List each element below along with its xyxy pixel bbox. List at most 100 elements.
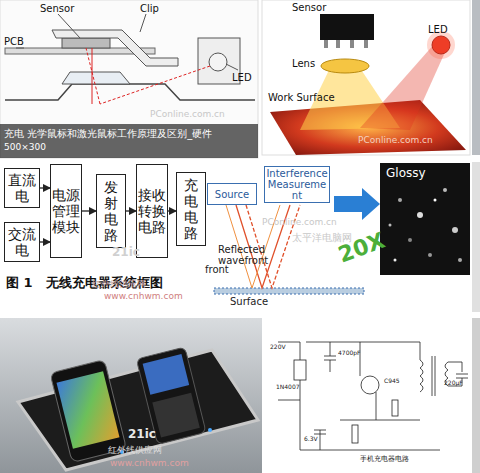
mouse-section-panel-part (16, 48, 24, 49)
optics-box: Source (207, 183, 257, 205)
sensor-3d-panel (262, 0, 470, 155)
charger-schematic-part (266, 318, 470, 473)
charger-schematic-part (420, 360, 423, 392)
text-label: www.cnhwm.com (104, 292, 183, 302)
side-thumbnails-part (472, 0, 480, 155)
mouse-section-panel-part (58, 14, 80, 38)
charger-schematic-part (320, 430, 321, 450)
text-label: 500×300 (4, 143, 46, 153)
box-text: 充电电路 (178, 177, 204, 241)
mouse-section-panel-part (62, 72, 130, 84)
process-box: 电源管理模块 (50, 164, 82, 258)
mouse-section-panel-part (5, 84, 255, 100)
charger-schematic-part (361, 376, 379, 394)
interference-panel-part (428, 253, 432, 257)
mouse-section-panel-part (100, 66, 210, 104)
charger-schematic-part (330, 342, 331, 356)
charger-schematic-part (324, 356, 336, 357)
charger-schematic-part (448, 362, 462, 372)
text-label: 220V (270, 344, 286, 351)
text-label: Glossy (386, 167, 426, 180)
box-text: 发射电路 (98, 179, 124, 243)
process-box: 接收转换电路 (136, 164, 168, 258)
text-label: Clip (140, 3, 159, 14)
charging-pad-photo-part-part (143, 354, 190, 395)
box-text: Interference Measurement (266, 168, 328, 201)
charger-schematic-part (352, 425, 358, 443)
flow-arrow (126, 210, 136, 211)
flow-arrow (40, 187, 50, 188)
charging-pad-photo (0, 318, 262, 473)
charger-schematic-part (420, 342, 421, 360)
text-label: Lens (292, 58, 315, 69)
charger-schematic (266, 318, 470, 473)
sensor-3d-panel-part (324, 40, 328, 48)
interference-panel-part (204, 162, 470, 310)
text-label: 6.3V (304, 436, 318, 443)
sensor-3d-panel-part (364, 40, 368, 48)
side-thumbnails (472, 0, 480, 473)
charger-schematic-part (294, 360, 306, 380)
mouse-section-panel-part (209, 53, 227, 71)
mouse-section-panel-part (0, 0, 258, 158)
text-label: Sensor (292, 2, 326, 13)
interference-panel-part (443, 188, 447, 192)
flow-arrow (40, 241, 50, 242)
block-diagram-panel-part (0, 160, 202, 312)
text-label: PConline.com.cn (262, 218, 337, 228)
mouse-section-panel-part (140, 14, 146, 32)
mouse-section-panel-part (92, 48, 93, 104)
charging-pad-photo-part-part (56, 371, 119, 449)
box-text: 直流电 (6, 172, 38, 204)
side-thumbnails-part (472, 318, 480, 473)
text-label: PConline.com.cn (358, 136, 433, 146)
interference-panel (204, 162, 470, 310)
charger-schematic-part (376, 392, 377, 420)
flow-arrow (168, 210, 176, 211)
text-label: PConline.com.cn (150, 110, 225, 120)
mouse-section-panel-part (86, 48, 100, 104)
charging-pad-photo-part (18, 350, 258, 470)
charger-schematic-part (360, 342, 361, 376)
process-box: 直流电 (4, 168, 40, 208)
sensor-3d-panel-part (321, 59, 369, 73)
sensor-3d-panel-part (350, 40, 354, 48)
text-label: Reflected wavefront (218, 244, 280, 266)
text-label: 手机充电器电路 (360, 456, 409, 464)
charger-schematic-part (306, 342, 420, 343)
mouse-section-panel (0, 0, 258, 158)
interference-panel-part (394, 259, 397, 262)
interference-panel-part (452, 227, 458, 233)
charger-schematic-part (456, 374, 468, 375)
interference-panel-part (334, 188, 380, 220)
interference-panel-part (417, 212, 423, 218)
interference-panel-part (408, 238, 412, 242)
box-text: 接收转换电路 (138, 187, 166, 235)
charger-schematic-part (314, 434, 326, 435)
sensor-3d-panel-part (262, 0, 470, 155)
text-label: PCB (4, 36, 24, 47)
sensor-3d-panel-part (336, 40, 340, 48)
charger-schematic-part (340, 420, 420, 421)
mouse-section-panel-part (0, 124, 258, 158)
mouse-section-panel-part (226, 64, 238, 70)
charger-schematic-part (435, 356, 436, 396)
text-label: Work Surface (268, 92, 335, 103)
text-label: 充电 光学鼠标和激光鼠标工作原理及区别_硬件 (4, 128, 212, 139)
charger-schematic-part (392, 400, 398, 416)
interference-panel-part (398, 198, 402, 202)
text-label: LED (428, 24, 448, 35)
charging-pad-photo-part-part (152, 393, 200, 438)
charger-schematic-part (314, 430, 326, 431)
text-label: 红外线供应网 (108, 446, 162, 456)
text-label: 21ic (128, 428, 156, 441)
process-box: 发射电路 (96, 174, 126, 248)
charger-schematic-part (300, 400, 440, 450)
interference-panel-part (389, 224, 392, 227)
charger-schematic-part (432, 356, 433, 396)
box-text: 电源管理模块 (52, 187, 80, 235)
process-box: 充电电路 (176, 172, 206, 246)
mouse-section-panel-part (62, 38, 110, 48)
